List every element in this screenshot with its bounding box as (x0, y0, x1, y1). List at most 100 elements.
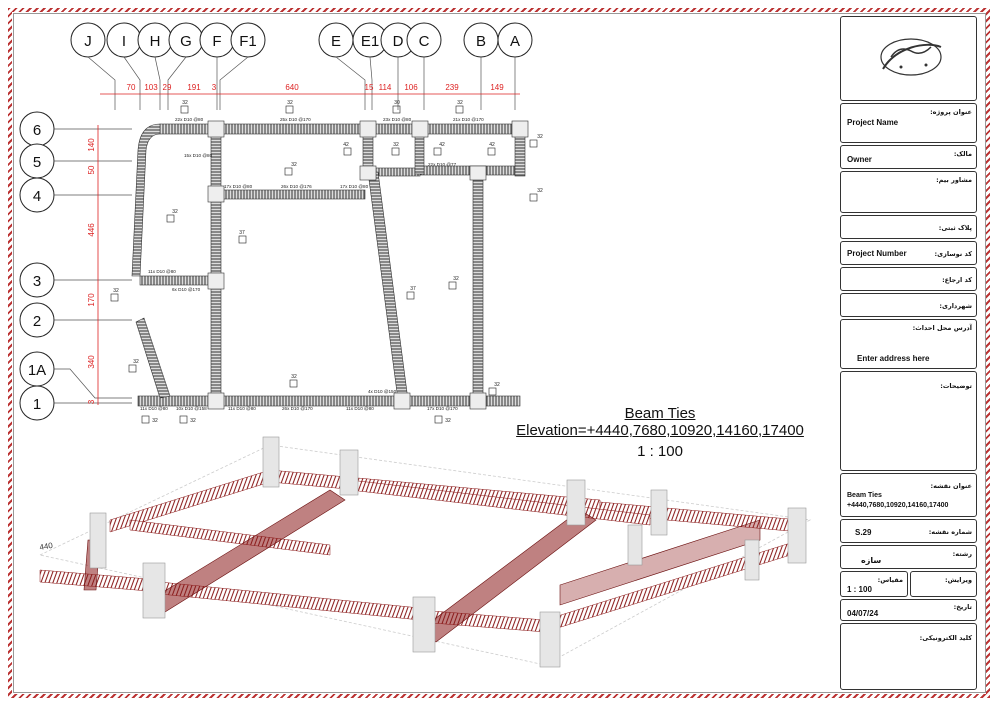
svg-text:446: 446 (87, 223, 96, 237)
svg-text:3: 3 (33, 273, 41, 290)
sheet-title-cell: عنوان نقشه: Beam Ties +4440,7680,10920,1… (840, 473, 977, 517)
svg-text:32: 32 (537, 188, 543, 194)
grid-bubble-5: 5 (19, 143, 55, 179)
svg-text:440: 440 (39, 541, 54, 552)
isometric-view: 440 (38, 436, 812, 668)
section-marker: 32 (141, 415, 158, 424)
caption-title: Beam Ties (624, 405, 696, 422)
svg-text:37: 37 (410, 286, 416, 292)
svg-text:32: 32 (457, 100, 463, 106)
section-marker: 32 (179, 415, 196, 424)
section-marker: 32 (110, 288, 119, 302)
svg-text:42: 42 (489, 142, 495, 148)
svg-text:1: 1 (33, 396, 41, 413)
logo-cell (840, 16, 977, 101)
plan-beams (131, 120, 529, 410)
grid-bubble-A: A (497, 22, 533, 58)
sheet-number-value: S.29 (855, 528, 872, 537)
svg-text:1A: 1A (28, 362, 46, 379)
notes-label: توضیحات: (940, 382, 972, 390)
owner-value[interactable]: Owner (847, 155, 872, 164)
svg-text:140: 140 (87, 138, 96, 152)
project-name-cell: عنوان پروژه: Project Name (840, 103, 977, 143)
revision-label: ویرایش: (945, 576, 972, 584)
section-marker: 32 (448, 276, 459, 290)
title-block: عنوان پروژه: Project Name مالک: Owner مش… (840, 16, 977, 690)
municipality-cell: شهرداری: (840, 293, 977, 317)
date-label: تاریخ: (953, 603, 972, 611)
section-marker: 42 (487, 142, 496, 156)
section-marker: 30 (392, 100, 401, 114)
address-cell: آدرس محل احداث: Enter address here (840, 319, 977, 369)
plate-cell: پلاک ثبتی: (840, 215, 977, 239)
section-marker: 32 (284, 162, 297, 176)
svg-text:70: 70 (127, 83, 136, 92)
section-marker: 32 (289, 374, 298, 388)
sheet-number-cell: شماره نقشه: S.29 (840, 519, 977, 543)
address-label: آدرس محل احداث: (912, 324, 972, 332)
svg-text:10x D10 @158: 10x D10 @158 (176, 406, 207, 411)
svg-text:26x D10 @176: 26x D10 @176 (281, 184, 312, 189)
svg-text:B: B (476, 33, 486, 50)
svg-text:3: 3 (87, 399, 96, 404)
svg-text:32: 32 (393, 142, 399, 148)
left-dimension-line: 140 50 446 170 340 3 (87, 125, 99, 405)
svg-text:149: 149 (490, 83, 504, 92)
svg-text:5: 5 (33, 154, 41, 171)
svg-text:340: 340 (87, 355, 96, 369)
svg-text:32: 32 (291, 374, 297, 380)
section-marker: 32 (529, 134, 543, 148)
scale-value: 1 : 100 (847, 585, 872, 594)
drawing-frame (13, 13, 986, 693)
svg-text:E1: E1 (361, 33, 379, 50)
svg-text:A: A (510, 33, 520, 50)
svg-text:11x D10 @80: 11x D10 @80 (346, 406, 374, 411)
column-leaders (87, 56, 516, 110)
svg-text:42: 42 (343, 142, 349, 148)
date-value: 04/07/24 (847, 609, 879, 618)
svg-text:32: 32 (445, 418, 451, 424)
grid-bubble-2: 2 (19, 302, 55, 338)
row-leaders (54, 128, 132, 404)
plan-beam-labels: 22x D10 @80 25x D10 @170 23x D10 @80 21x… (140, 117, 484, 411)
caption-scale: 1 : 100 (637, 443, 683, 460)
grid-bubble-E1: E1 (352, 22, 388, 58)
grid-bubble-3: 3 (19, 262, 55, 298)
grid-bubble-B: B (463, 22, 499, 58)
svg-text:32: 32 (182, 100, 188, 106)
svg-text:103: 103 (144, 83, 158, 92)
svg-text:11x D10 @80: 11x D10 @80 (148, 269, 176, 274)
section-marker: 32 (128, 359, 139, 373)
company-logo-icon (880, 38, 942, 76)
svg-text:32: 32 (453, 276, 459, 282)
project-name-value[interactable]: Project Name (847, 118, 899, 127)
svg-text:32: 32 (287, 100, 293, 106)
section-marker: 32 (285, 100, 294, 114)
svg-text:640: 640 (285, 83, 299, 92)
svg-text:25x D10 @170: 25x D10 @170 (280, 117, 311, 122)
municipality-label: شهرداری: (939, 302, 972, 310)
svg-text:114: 114 (379, 83, 392, 92)
svg-text:3: 3 (212, 83, 217, 92)
project-number-value[interactable]: Project Number (847, 249, 907, 258)
svg-text:17x D10 @170: 17x D10 @170 (427, 406, 458, 411)
svg-text:15: 15 (365, 83, 374, 92)
svg-text:32: 32 (494, 382, 500, 388)
grid-bubble-J: J (70, 22, 106, 58)
address-value[interactable]: Enter address here (857, 354, 930, 363)
svg-text:F: F (212, 33, 221, 50)
grid-bubble-E: E (318, 22, 354, 58)
discipline-value: سازه (861, 556, 882, 565)
top-dimension-line: 70 103 29 191 3 640 15 114 106 239 149 (100, 83, 520, 95)
notes-cell: توضیحات: (840, 371, 977, 471)
grid-bubble-F1: F1 (230, 22, 266, 58)
svg-text:17x D10 @80: 17x D10 @80 (224, 184, 253, 189)
svg-text:50: 50 (87, 165, 96, 174)
section-marker: 37 (238, 230, 247, 244)
svg-text:32: 32 (172, 209, 178, 215)
section-marker: 32 (166, 209, 178, 223)
section-marker: 32 (180, 100, 189, 114)
svg-text:11x D10 @80: 11x D10 @80 (228, 406, 256, 411)
ref-code-label: کد ارجاع: (942, 276, 972, 284)
svg-text:26x D10 @170: 26x D10 @170 (282, 406, 313, 411)
